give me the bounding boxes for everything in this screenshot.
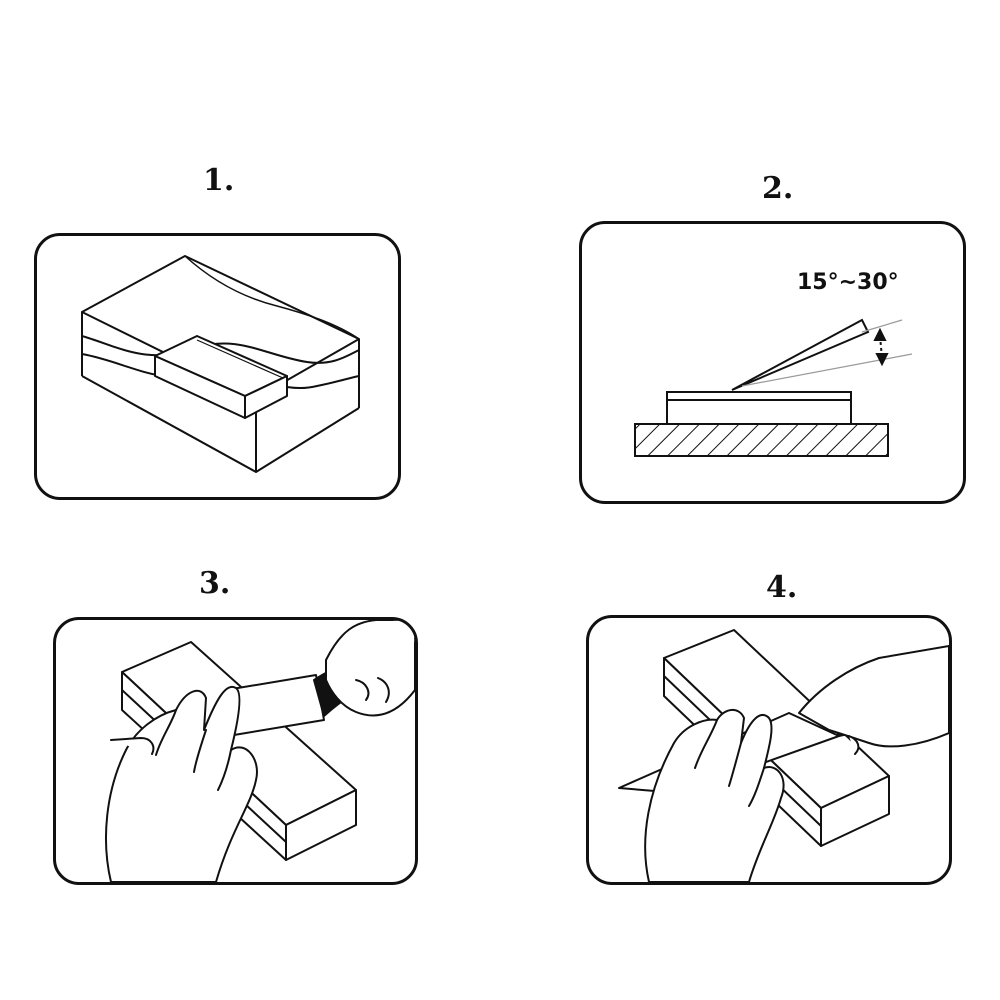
step-3-number: 3.	[199, 566, 231, 601]
step-3-panel	[53, 617, 418, 885]
step-1-number: 1.	[203, 163, 235, 198]
hands-sharpening-knife-icon	[105, 620, 415, 882]
step-2-number: 2.	[762, 171, 794, 206]
step-4-number: 4.	[766, 570, 798, 605]
blade-angle-on-stone-icon	[634, 318, 913, 457]
step-1-panel	[34, 233, 401, 500]
step-4-panel	[586, 615, 952, 885]
angle-range-label: 15°~30°	[797, 270, 899, 295]
step-2-panel: 15°~30°	[579, 221, 966, 504]
hands-sharpening-knife-other-side-icon	[618, 629, 949, 882]
stone-soaking-in-water-icon	[81, 255, 360, 473]
